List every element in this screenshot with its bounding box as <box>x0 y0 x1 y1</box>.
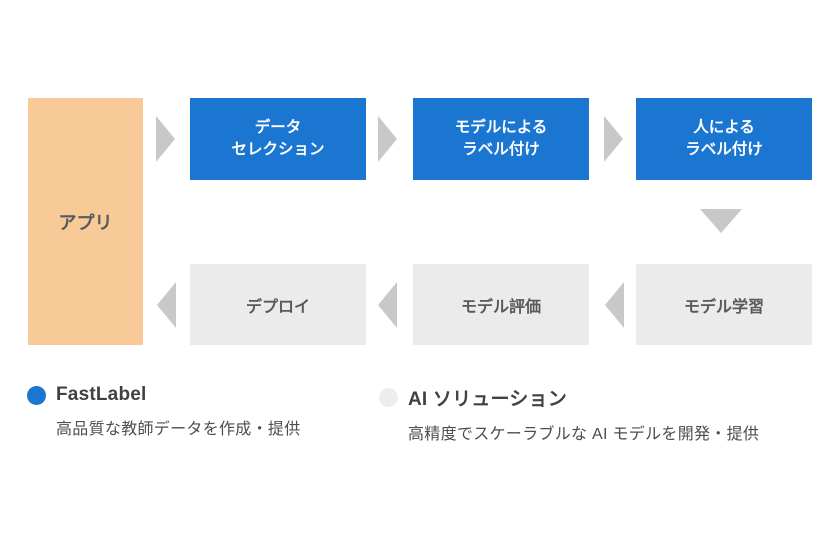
legend-ai-solution: AI ソリューション 高精度でスケーラブルな AI モデルを開発・提供 <box>379 384 759 444</box>
arrow-down-icon <box>700 209 742 233</box>
flow-box-model-training: モデル学習 <box>636 264 812 345</box>
legend-ai-solution-description: 高精度でスケーラブルな AI モデルを開発・提供 <box>408 426 760 443</box>
arrow-right-icon <box>604 116 623 162</box>
app-box: アプリ <box>28 98 143 345</box>
flow-box-human-labeling-label: 人による ラベル付け <box>685 119 763 158</box>
flow-box-model-evaluation-label: モデル評価 <box>460 298 541 316</box>
ai-solution-dot-icon <box>379 388 398 407</box>
arrow-right-icon <box>378 116 397 162</box>
fastlabel-dot-icon <box>27 385 46 405</box>
flow-box-data-selection-label: データ セレクション <box>231 119 325 158</box>
legend-fastlabel-description: 高品質な教師データを作成・提供 <box>56 421 301 438</box>
arrow-left-icon <box>157 282 176 328</box>
arrow-right-icon <box>156 116 175 162</box>
flow-box-model-evaluation: モデル評価 <box>413 264 589 345</box>
flow-box-deploy: デプロイ <box>190 264 366 345</box>
flow-box-data-selection: データ セレクション <box>190 98 366 180</box>
flow-box-deploy-label: デプロイ <box>245 298 310 316</box>
legend-fastlabel-title: FastLabel <box>56 384 147 405</box>
legend-ai-solution-title: AI ソリューション <box>408 389 567 410</box>
legend-fastlabel: FastLabel 高品質な教師データを作成・提供 <box>27 384 301 439</box>
app-box-label: アプリ <box>58 212 113 233</box>
arrow-left-icon <box>605 282 624 328</box>
flow-box-human-labeling: 人による ラベル付け <box>636 98 812 180</box>
flow-box-model-labeling-label: モデルによる ラベル付け <box>454 119 548 158</box>
flow-box-model-labeling: モデルによる ラベル付け <box>413 98 589 180</box>
arrow-left-icon <box>378 282 397 328</box>
flow-box-model-training-label: モデル学習 <box>683 298 764 316</box>
